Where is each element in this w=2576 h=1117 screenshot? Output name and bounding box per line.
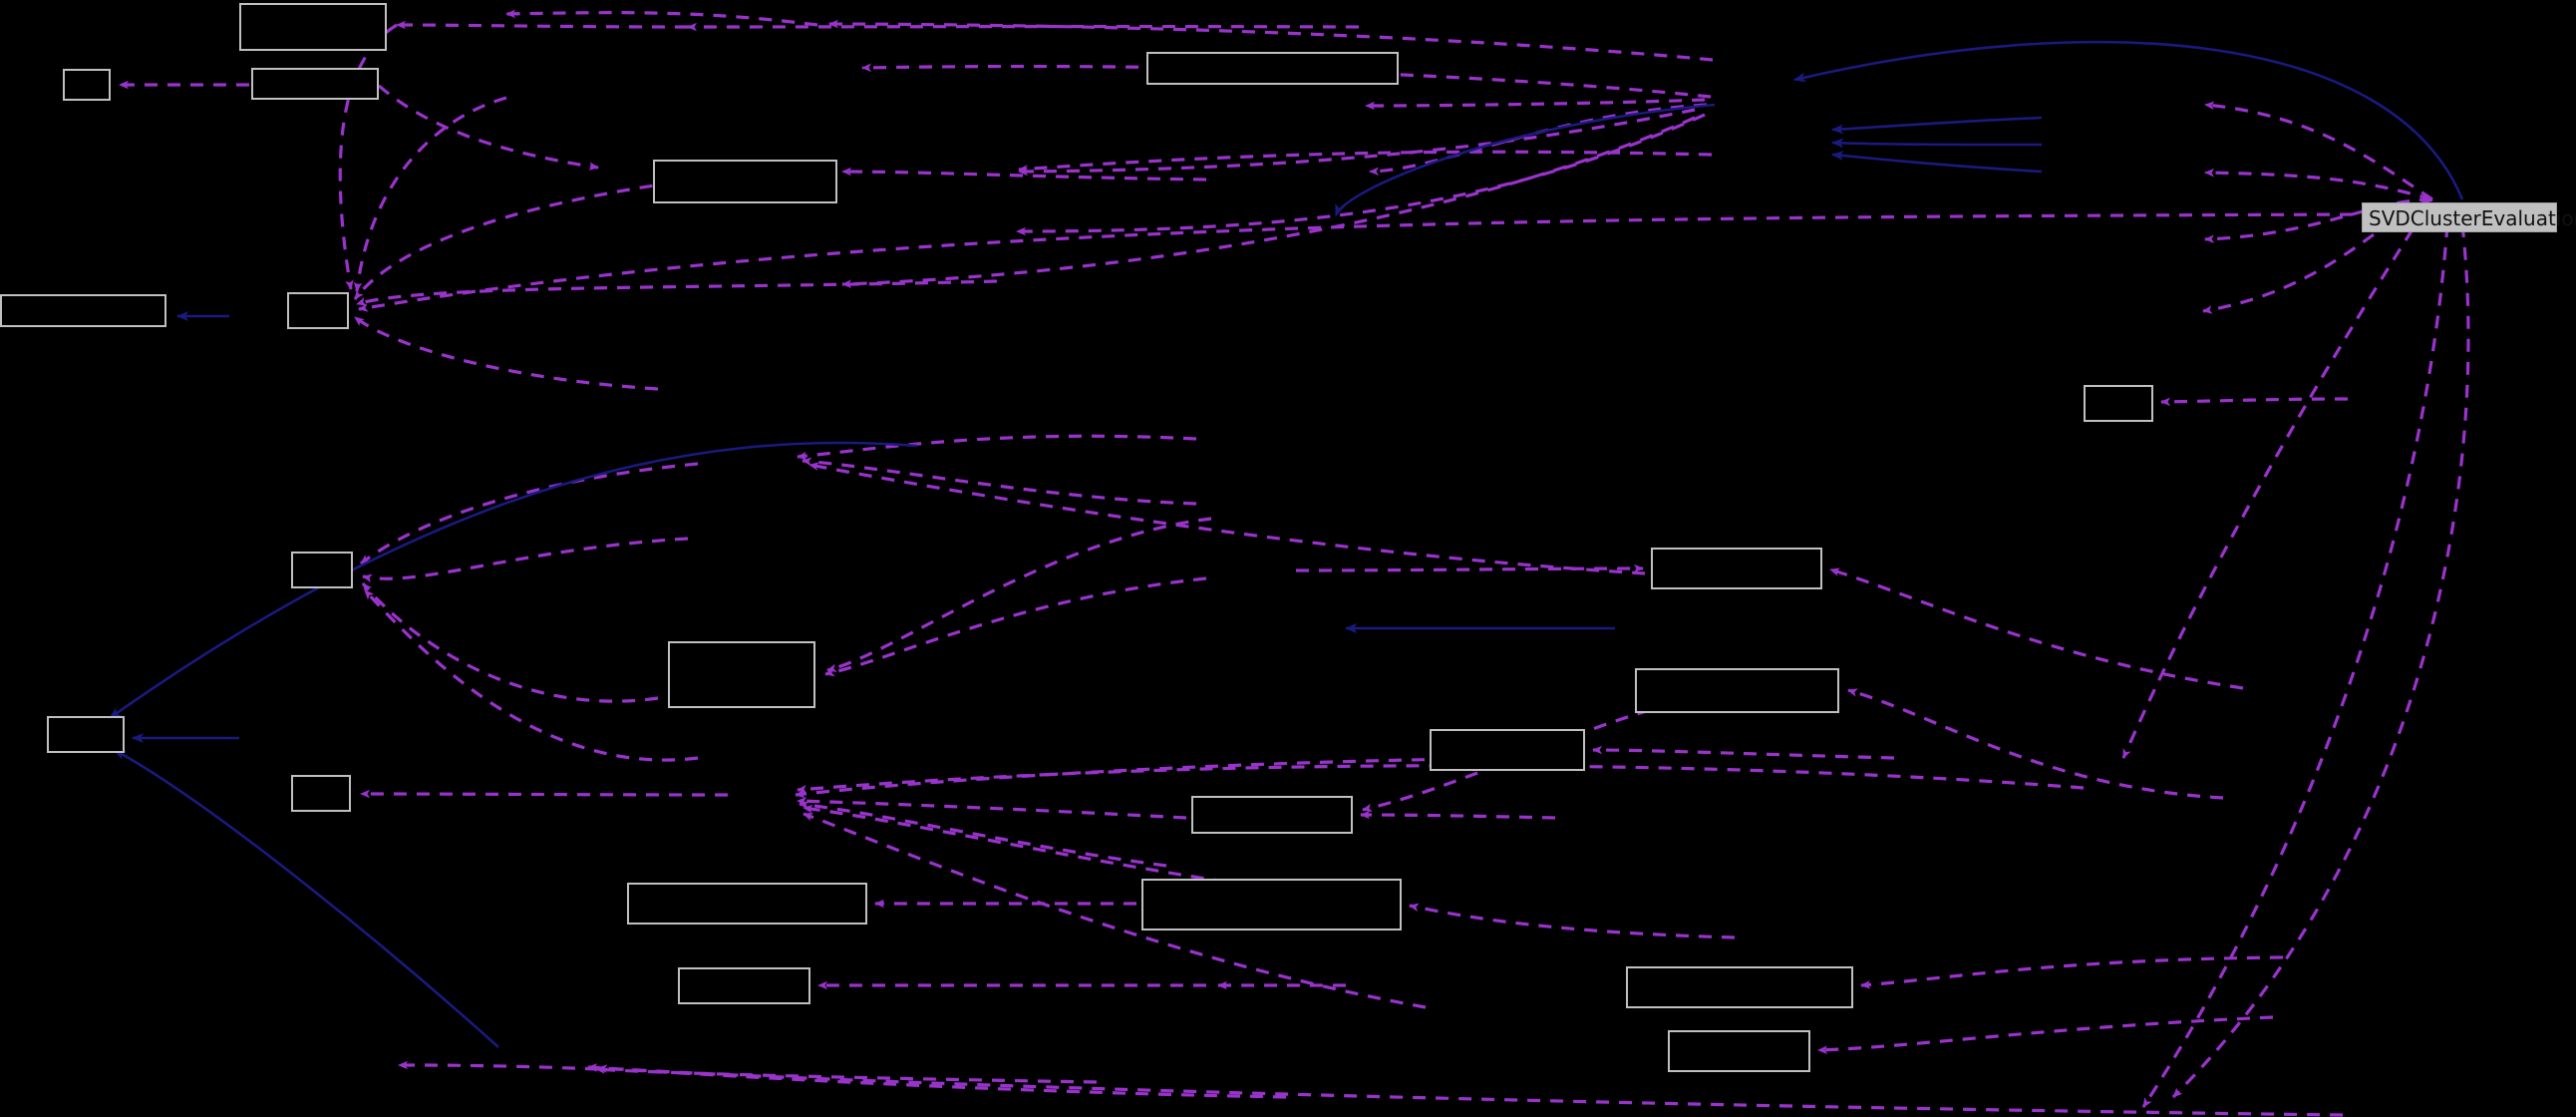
graph-node[interactable] <box>1668 1030 1810 1072</box>
graph-node[interactable] <box>1430 729 1585 771</box>
focus-node-svdclusterevaluationmodule[interactable]: SVDClusterEvaluationModule <box>2362 202 2576 232</box>
graph-node[interactable] <box>668 641 815 708</box>
graph-node[interactable] <box>1626 966 1853 1008</box>
inherit-edges <box>109 40 2464 1048</box>
graph-node[interactable] <box>287 292 349 329</box>
graph-node[interactable] <box>1141 879 1402 931</box>
graph-node[interactable] <box>653 160 837 203</box>
graph-node[interactable] <box>291 552 353 588</box>
graph-node[interactable] <box>1191 796 1353 834</box>
graph-node[interactable] <box>251 68 379 100</box>
graph-node[interactable] <box>47 716 125 753</box>
graph-node[interactable] <box>1651 548 1822 589</box>
graph-node[interactable] <box>2084 385 2153 422</box>
graph-node[interactable] <box>1635 668 1839 713</box>
graph-node[interactable] <box>0 294 166 327</box>
graph-node[interactable] <box>678 967 810 1004</box>
graph-node[interactable] <box>63 69 111 101</box>
graph-node[interactable] <box>1146 52 1399 85</box>
graph-node[interactable] <box>627 883 867 925</box>
graph-node[interactable] <box>239 3 387 51</box>
caller-edges <box>119 9 2470 1117</box>
graph-node[interactable] <box>291 775 351 812</box>
